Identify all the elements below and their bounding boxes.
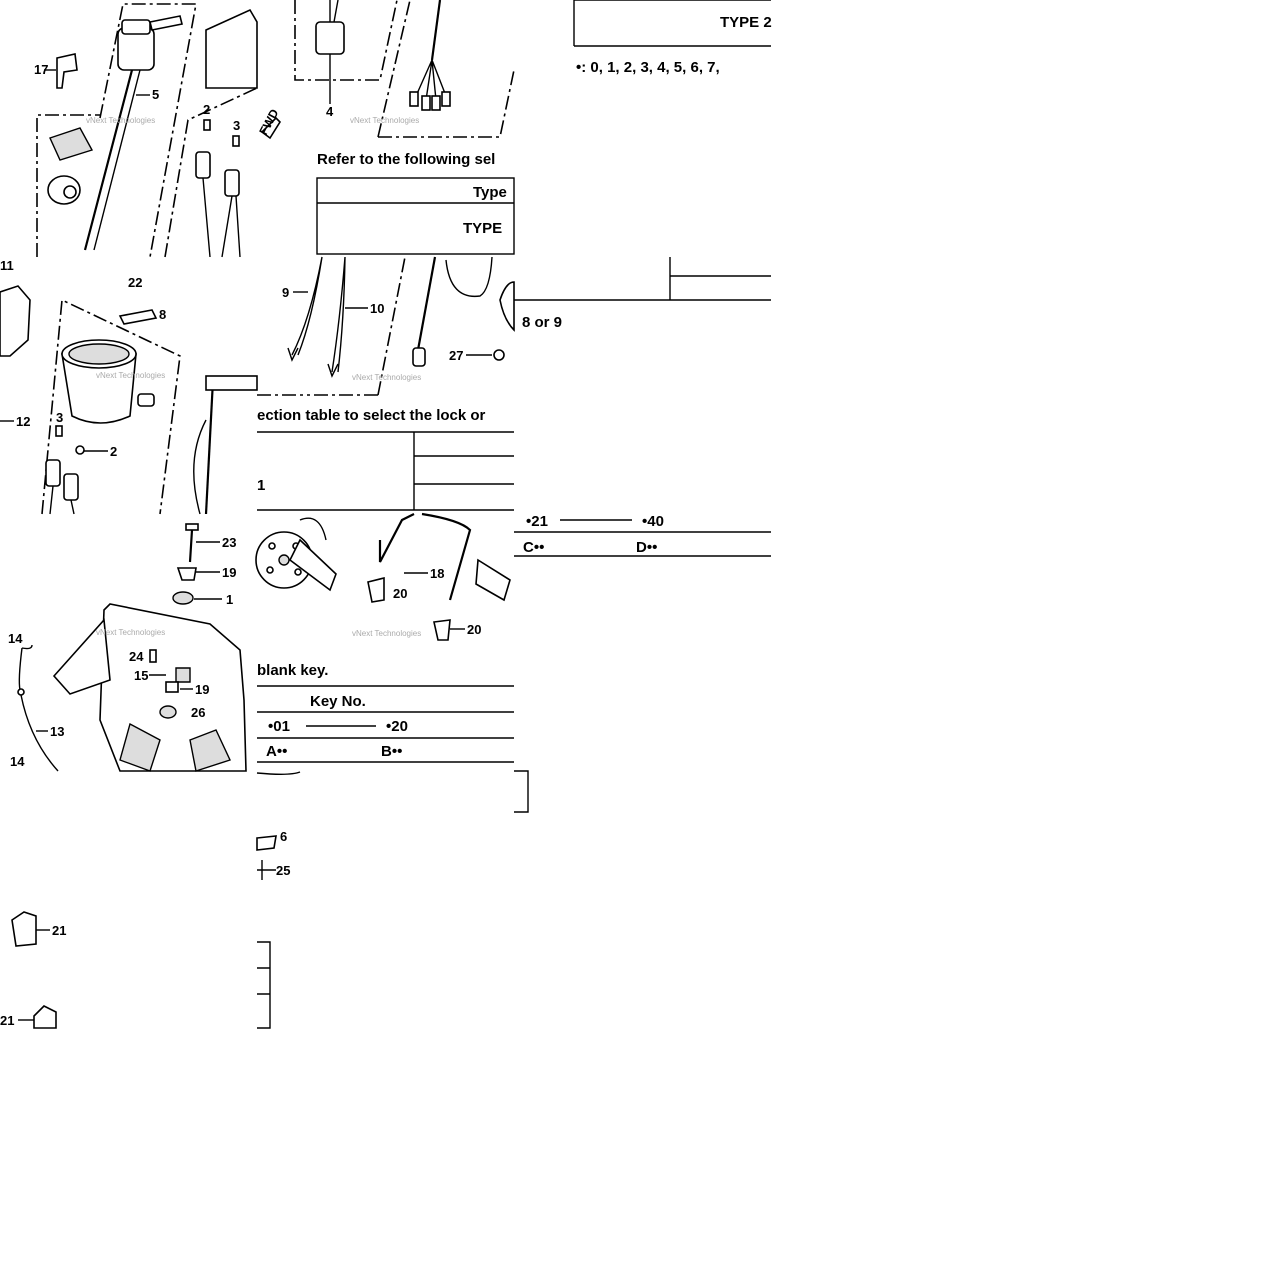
refer-text: Refer to the following sel [317, 151, 495, 168]
type-header: Type [473, 184, 507, 201]
key-b: B•• [381, 743, 402, 760]
callout-6: 6 [280, 829, 287, 844]
diagram-text: FWD Refer to the following sel Type TYPE… [256, 14, 771, 760]
tile-horn-and-key-table: vNext Technologies [255, 512, 514, 763]
callout-8: 8 [159, 307, 166, 322]
callout-25: 25 [276, 863, 290, 878]
tile-type-2-table [573, 0, 771, 47]
watermark-text: vNext Technologies [352, 373, 421, 382]
tile-lower-left-bits [11, 770, 529, 1029]
callout-labels: 17 5 2 3 4 11 22 8 12 3 2 9 10 27 23 19 … [0, 62, 492, 1028]
key-d: D•• [636, 539, 657, 556]
callout-7: 17 [34, 62, 48, 77]
callout-3: 3 [233, 118, 240, 133]
watermark-text: vNext Technologies [352, 629, 421, 638]
callout-22: 22 [128, 275, 142, 290]
eight-or-nine-text: 8 or 9 [522, 314, 562, 331]
blank-key-text: blank key. [257, 662, 328, 679]
callout-23: 23 [222, 535, 236, 550]
callout-21b: 21 [0, 1013, 14, 1028]
callout-13: 13 [50, 724, 64, 739]
type-row-label: TYPE [463, 220, 502, 237]
tile-ignition-switch: vNext Technologies [36, 3, 258, 258]
tile-wires-and-selection: vNext Technologies [257, 256, 515, 511]
tile-key-table-right [514, 519, 771, 557]
callout-1: 1 [226, 592, 233, 607]
callout-15: 14 [8, 631, 23, 646]
callout-2b: 2 [110, 444, 117, 459]
callout-11: 11 [0, 258, 14, 273]
callout-5: 5 [152, 87, 159, 102]
callout-27: 27 [449, 348, 463, 363]
watermark-text: vNext Technologies [96, 371, 165, 380]
key-01: •01 [268, 718, 290, 735]
callout-2: 2 [203, 102, 210, 117]
type-2-label: TYPE 2 [720, 14, 772, 31]
key-a: A•• [266, 743, 287, 760]
tile-bracket: vNext Technologies [17, 523, 247, 772]
watermark-text: vNext Technologies [96, 628, 165, 637]
callout-4: 4 [326, 104, 334, 119]
callout-18b: 19 [195, 682, 209, 697]
key-21: •21 [526, 513, 548, 530]
callout-24: 24 [129, 649, 144, 664]
row-1-label: 1 [257, 477, 265, 494]
digits-note: •: 0, 1, 2, 3, 4, 5, 6, 7, [576, 59, 720, 76]
callout-18: 19 [222, 565, 236, 580]
key-c: C•• [523, 539, 544, 556]
watermark-text: vNext Technologies [86, 116, 155, 125]
tile-table-corner [514, 257, 771, 301]
callout-3b: 3 [56, 410, 63, 425]
callout-26: 26 [191, 705, 205, 720]
callout-20b: 20 [467, 622, 481, 637]
key-no-header: Key No. [310, 693, 366, 710]
callout-9: 9 [282, 285, 289, 300]
key-20: •20 [386, 718, 408, 735]
callout-19: 18 [430, 566, 444, 581]
tile-speedometer: vNext Technologies [0, 285, 258, 515]
tile-coupler-and-type-table: vNext Technologies [260, 0, 515, 255]
callout-10: 10 [370, 301, 384, 316]
selection-text: ection table to select the lock or [257, 407, 486, 424]
callout-17: 15 [134, 668, 148, 683]
key-40: •40 [642, 513, 664, 530]
callout-14: 14 [10, 754, 25, 769]
callout-12: 12 [16, 414, 30, 429]
watermark-text: vNext Technologies [350, 116, 419, 125]
callout-20: 20 [393, 586, 407, 601]
callout-21: 21 [52, 923, 66, 938]
